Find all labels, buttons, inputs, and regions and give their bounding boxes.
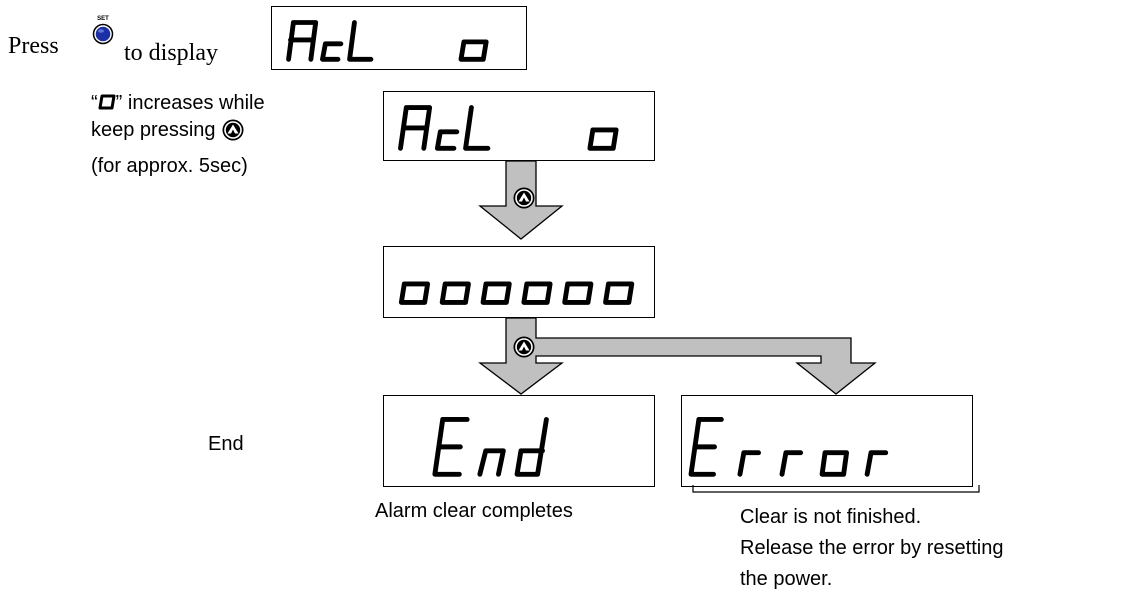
display-error <box>681 395 973 487</box>
clear-note-line-1: Clear is not finished. <box>740 506 922 528</box>
lcd-zeros <box>398 281 635 305</box>
set-label: SET <box>97 16 109 22</box>
lcd-error <box>688 417 889 477</box>
lcd-end <box>432 417 549 477</box>
quote-open: “ <box>91 92 98 114</box>
duration-text: (for approx. 5sec) <box>91 155 248 177</box>
display-zeros <box>383 246 655 318</box>
alarm-clear-text: Alarm clear completes <box>375 500 573 522</box>
display-acl-header <box>271 6 527 70</box>
keep-pressing-line: keep pressing <box>91 118 245 142</box>
to-display-text: to display <box>124 40 218 66</box>
up-button-icon <box>513 187 535 209</box>
keep-pressing-text: keep pressing <box>91 119 216 141</box>
lcd-acl-step <box>398 105 619 151</box>
press-text: Press <box>8 33 59 59</box>
increase-note: “ ” increases while <box>91 92 265 115</box>
error-bracket <box>692 485 980 493</box>
display-end <box>383 395 655 487</box>
segment-o-icon <box>98 94 116 110</box>
increases-text: ” increases while <box>115 92 265 114</box>
up-button-icon <box>222 119 244 141</box>
up-button-icon <box>513 336 535 358</box>
display-acl-step <box>383 91 655 161</box>
end-label: End <box>208 433 244 455</box>
lcd-acl-header <box>286 20 489 62</box>
set-button-icon: SET <box>91 13 115 47</box>
arrow-branch <box>478 318 877 395</box>
clear-note-line-2: Release the error by resetting <box>740 537 1004 559</box>
clear-note-line-3: the power. <box>740 568 833 590</box>
